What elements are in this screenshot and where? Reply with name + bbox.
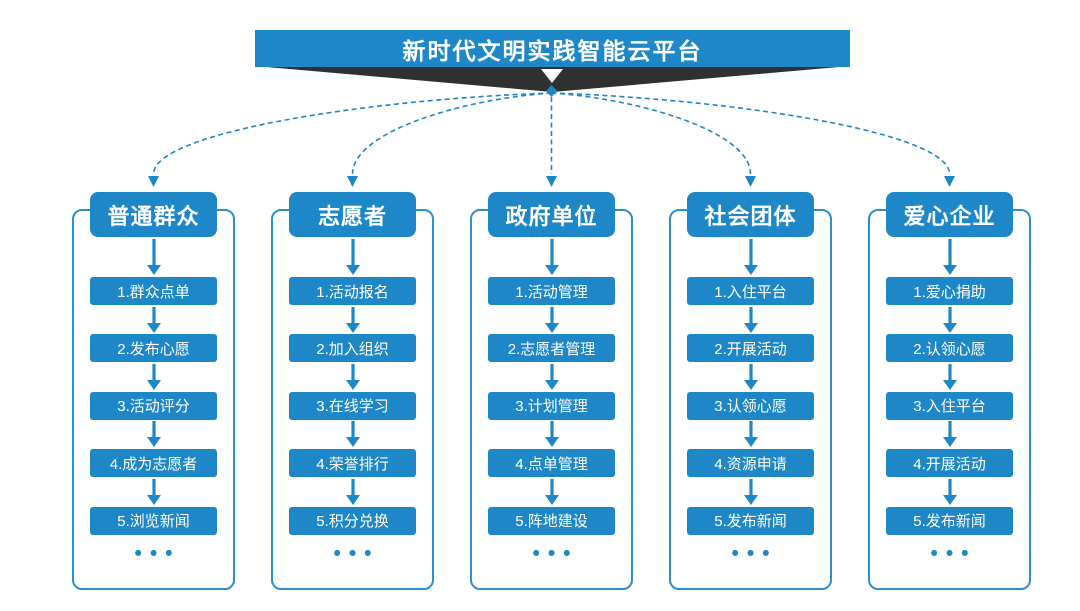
role-header: 普通群众 — [90, 192, 217, 237]
down-arrow-icon — [544, 421, 559, 448]
down-arrow-icon — [942, 421, 957, 448]
down-arrow-icon — [942, 306, 957, 333]
step-box: 5.阵地建设 — [488, 506, 615, 535]
step-box: 5.浏览新闻 — [90, 506, 217, 535]
more-steps-ellipsis: ••• — [532, 541, 579, 565]
more-steps-ellipsis: ••• — [930, 541, 977, 565]
connector-arrowhead-icon — [546, 176, 557, 187]
down-arrow-icon — [743, 478, 758, 505]
down-arrow-icon — [146, 421, 161, 448]
step-box: 1.群众点单 — [90, 277, 217, 305]
dashed-connector — [351, 92, 552, 175]
down-arrow-icon — [345, 239, 360, 275]
step-box: 1.爱心捐助 — [886, 277, 1013, 305]
step-box: 4.荣誉排行 — [289, 449, 416, 478]
connector-arrowhead-icon — [745, 176, 756, 187]
down-arrow-icon — [146, 306, 161, 333]
down-arrow-icon — [544, 364, 559, 391]
step-box: 4.资源申请 — [687, 449, 814, 478]
step-box: 5.发布新闻 — [687, 506, 814, 535]
down-arrow-icon — [345, 421, 360, 448]
step-box: 3.在线学习 — [289, 391, 416, 420]
more-steps-ellipsis: ••• — [134, 541, 181, 565]
step-box: 2.志愿者管理 — [488, 334, 615, 363]
step-box: 3.活动评分 — [90, 391, 217, 420]
down-arrow-icon — [743, 421, 758, 448]
connector-arrowhead-icon — [148, 176, 159, 187]
down-arrow-icon — [743, 239, 758, 275]
step-box: 1.入住平台 — [687, 277, 814, 305]
role-column: 普通群众 1.群众点单 2.发布心愿 3.活动评分 4.成为志愿者 5.浏览新闻 ••• — [72, 192, 235, 592]
more-steps-ellipsis: ••• — [333, 541, 380, 565]
down-arrow-icon — [743, 364, 758, 391]
step-box: 2.开展活动 — [687, 334, 814, 363]
down-arrow-icon — [544, 478, 559, 505]
platform-title: 新时代文明实践智能云平台 — [402, 37, 703, 64]
step-box: 4.成为志愿者 — [90, 449, 217, 478]
step-box: 5.发布新闻 — [886, 506, 1013, 535]
down-arrow-icon — [345, 478, 360, 505]
role-header: 政府单位 — [488, 192, 615, 237]
step-box: 5.积分兑换 — [289, 506, 416, 535]
platform-banner: 新时代文明实践智能云平台 — [255, 30, 850, 67]
role-column: 志愿者 1.活动报名 2.加入组织 3.在线学习 4.荣誉排行 5.积分兑换 ••• — [271, 192, 434, 592]
role-header: 社会团体 — [687, 192, 814, 237]
down-arrow-icon — [345, 364, 360, 391]
role-column: 社会团体 1.入住平台 2.开展活动 3.认领心愿 4.资源申请 5.发布新闻 ••• — [669, 192, 832, 592]
down-arrow-icon — [544, 239, 559, 275]
down-arrow-icon — [146, 478, 161, 505]
step-box: 2.发布心愿 — [90, 334, 217, 363]
connector-arrowhead-icon — [944, 176, 955, 187]
down-arrow-icon — [146, 239, 161, 275]
dashed-connector — [551, 92, 951, 175]
down-arrow-icon — [345, 306, 360, 333]
down-arrow-icon — [743, 306, 758, 333]
step-box: 4.点单管理 — [488, 449, 615, 478]
step-box: 4.开展活动 — [886, 449, 1013, 478]
step-box: 3.认领心愿 — [687, 391, 814, 420]
step-box: 1.活动报名 — [289, 277, 416, 305]
step-box: 2.加入组织 — [289, 334, 416, 363]
down-arrow-icon — [544, 306, 559, 333]
step-box: 1.活动管理 — [488, 277, 615, 305]
down-arrow-icon — [942, 478, 957, 505]
role-column: 爱心企业 1.爱心捐助 2.认领心愿 3.入住平台 4.开展活动 5.发布新闻 ••• — [868, 192, 1031, 592]
dashed-connector — [551, 92, 752, 175]
role-header: 志愿者 — [289, 192, 416, 237]
down-arrow-icon — [942, 239, 957, 275]
banner-down-arrow-icon — [541, 69, 563, 83]
down-arrow-icon — [146, 364, 161, 391]
step-box: 3.入住平台 — [886, 391, 1013, 420]
role-header: 爱心企业 — [886, 192, 1013, 237]
step-box: 2.认领心愿 — [886, 334, 1013, 363]
down-arrow-icon — [942, 364, 957, 391]
dashed-connector — [152, 92, 552, 175]
connector-arrowhead-icon — [347, 176, 358, 187]
role-column: 政府单位 1.活动管理 2.志愿者管理 3.计划管理 4.点单管理 5.阵地建设 ••• — [470, 192, 633, 592]
more-steps-ellipsis: ••• — [731, 541, 778, 565]
step-box: 3.计划管理 — [488, 391, 615, 420]
